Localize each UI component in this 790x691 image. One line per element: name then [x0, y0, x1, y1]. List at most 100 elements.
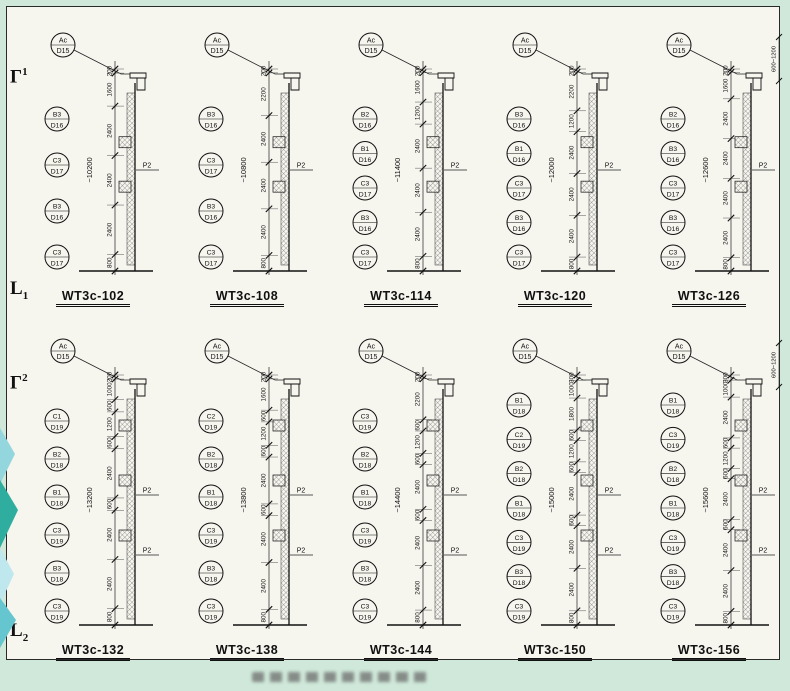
- callout-code: B3: [207, 204, 216, 211]
- dim-tick: [265, 251, 273, 260]
- dimension-label: 2400: [569, 539, 576, 554]
- section-mark-glyph: L: [10, 278, 23, 299]
- dimension-label: 600: [415, 509, 422, 520]
- callout-detail: D15: [57, 48, 70, 55]
- p2-label: P2: [297, 488, 306, 495]
- dimension-label: 600: [261, 504, 268, 515]
- dimension-label: 1600: [415, 80, 422, 95]
- callout-detail: D15: [673, 48, 686, 55]
- callout-detail: D18: [667, 409, 680, 416]
- callout-detail: D16: [51, 215, 64, 222]
- dim-tick: [111, 250, 119, 259]
- callout-detail: D18: [205, 463, 218, 470]
- callout-detail: D18: [51, 577, 64, 584]
- panel-drawing: 300100018006001200600240060024002400800~…: [506, 338, 621, 629]
- panel-drawing: 300100024006001200600240060024002400800~…: [660, 338, 783, 629]
- callout-code: B3: [53, 204, 62, 211]
- dimension-label: 600: [723, 519, 730, 530]
- dimension-label: 1000: [723, 381, 730, 396]
- dimension-label: 1600: [723, 78, 730, 93]
- dim-tick: [573, 211, 581, 219]
- dimension-label: 1600: [261, 387, 268, 402]
- window-hatch: [580, 180, 594, 193]
- panel-title-text: WT3c-138: [209, 643, 285, 661]
- callout-code: B3: [207, 112, 216, 119]
- dim-tick: [573, 468, 581, 477]
- callout-code: B1: [53, 490, 62, 497]
- dimension-label: 2400: [569, 145, 576, 160]
- callout-detail: D16: [359, 226, 372, 233]
- dimension-label: 600: [261, 410, 268, 421]
- parapet-coping: [129, 378, 147, 397]
- scan-artifact-triangle: [0, 480, 18, 548]
- dim-tick: [775, 383, 783, 391]
- dimension-label: 2400: [107, 123, 114, 138]
- dim-tick: [265, 512, 273, 520]
- dimension-label: 2400: [569, 486, 576, 501]
- dim-tick: [727, 68, 735, 76]
- callout-detail: D19: [205, 615, 218, 622]
- dimension-label: 2400: [261, 532, 268, 547]
- overall-dimension-label: ~14400: [393, 487, 402, 512]
- dim-tick: [775, 339, 783, 347]
- dimension-label: 200: [107, 371, 114, 382]
- dimension-label: 2400: [261, 578, 268, 593]
- overall-dimension-label: ~13800: [239, 487, 248, 512]
- p2-label: P2: [605, 163, 614, 170]
- window-hatch: [580, 474, 594, 487]
- dimension-label: 300: [569, 372, 576, 383]
- dim-tick: [111, 494, 119, 502]
- callout-code: C2: [515, 432, 524, 439]
- window-hatch: [426, 529, 440, 542]
- window-hatch: [734, 180, 748, 193]
- panel-title: WT3c-156: [635, 643, 783, 661]
- window-hatch: [580, 419, 594, 432]
- dimension-label: 2400: [415, 535, 422, 550]
- dim-tick: [727, 434, 735, 442]
- scan-artifact-text-smudge: [252, 672, 428, 682]
- dim-tick: [419, 427, 427, 435]
- callout-code: Ac: [213, 38, 222, 45]
- dim-tick: [727, 607, 735, 615]
- dim-tick: [265, 418, 273, 426]
- dimension-label: 2400: [569, 582, 576, 597]
- dimension-label: 600: [107, 400, 114, 411]
- window-hatch: [734, 529, 748, 542]
- callout-code: Ac: [521, 38, 530, 45]
- callout-code: C3: [207, 158, 216, 165]
- dim-tick: [573, 253, 581, 261]
- callout-code: C3: [669, 250, 678, 257]
- section-mark-1-top: Γ1: [10, 67, 28, 87]
- dim-tick: [265, 65, 273, 73]
- window-hatch: [426, 474, 440, 487]
- window-hatch: [580, 529, 594, 542]
- dim-tick: [775, 33, 783, 41]
- panel-title-text: WT3c-120: [517, 289, 593, 307]
- dimension-label: 200: [261, 371, 268, 382]
- callout-detail: D16: [205, 215, 218, 222]
- dim-tick: [265, 205, 273, 213]
- panel-title-text: WT3c-156: [671, 643, 747, 661]
- callout-code: B3: [53, 566, 62, 573]
- callout-code: Ac: [367, 38, 376, 45]
- callout-detail: D18: [513, 409, 526, 416]
- callout-detail: D16: [667, 226, 680, 233]
- dim-tick: [111, 102, 119, 110]
- dim-tick: [573, 458, 581, 466]
- callout-detail: D18: [51, 501, 64, 508]
- callout-detail: D19: [513, 546, 526, 553]
- callout-code: C3: [515, 535, 524, 542]
- dimension-label: 600: [569, 430, 576, 441]
- dimension-label: 2400: [723, 230, 730, 245]
- window-hatch: [272, 419, 286, 432]
- dim-tick: [111, 396, 119, 404]
- dimension-label: 800: [569, 258, 576, 269]
- dim-tick: [573, 107, 581, 115]
- overall-dimension-label: ~15000: [547, 487, 556, 512]
- dimension-label: 1200: [569, 114, 576, 129]
- dim-tick: [265, 375, 273, 383]
- callout-code: C3: [515, 250, 524, 257]
- dimension-label: 1000: [569, 382, 576, 397]
- dim-tick: [573, 371, 581, 379]
